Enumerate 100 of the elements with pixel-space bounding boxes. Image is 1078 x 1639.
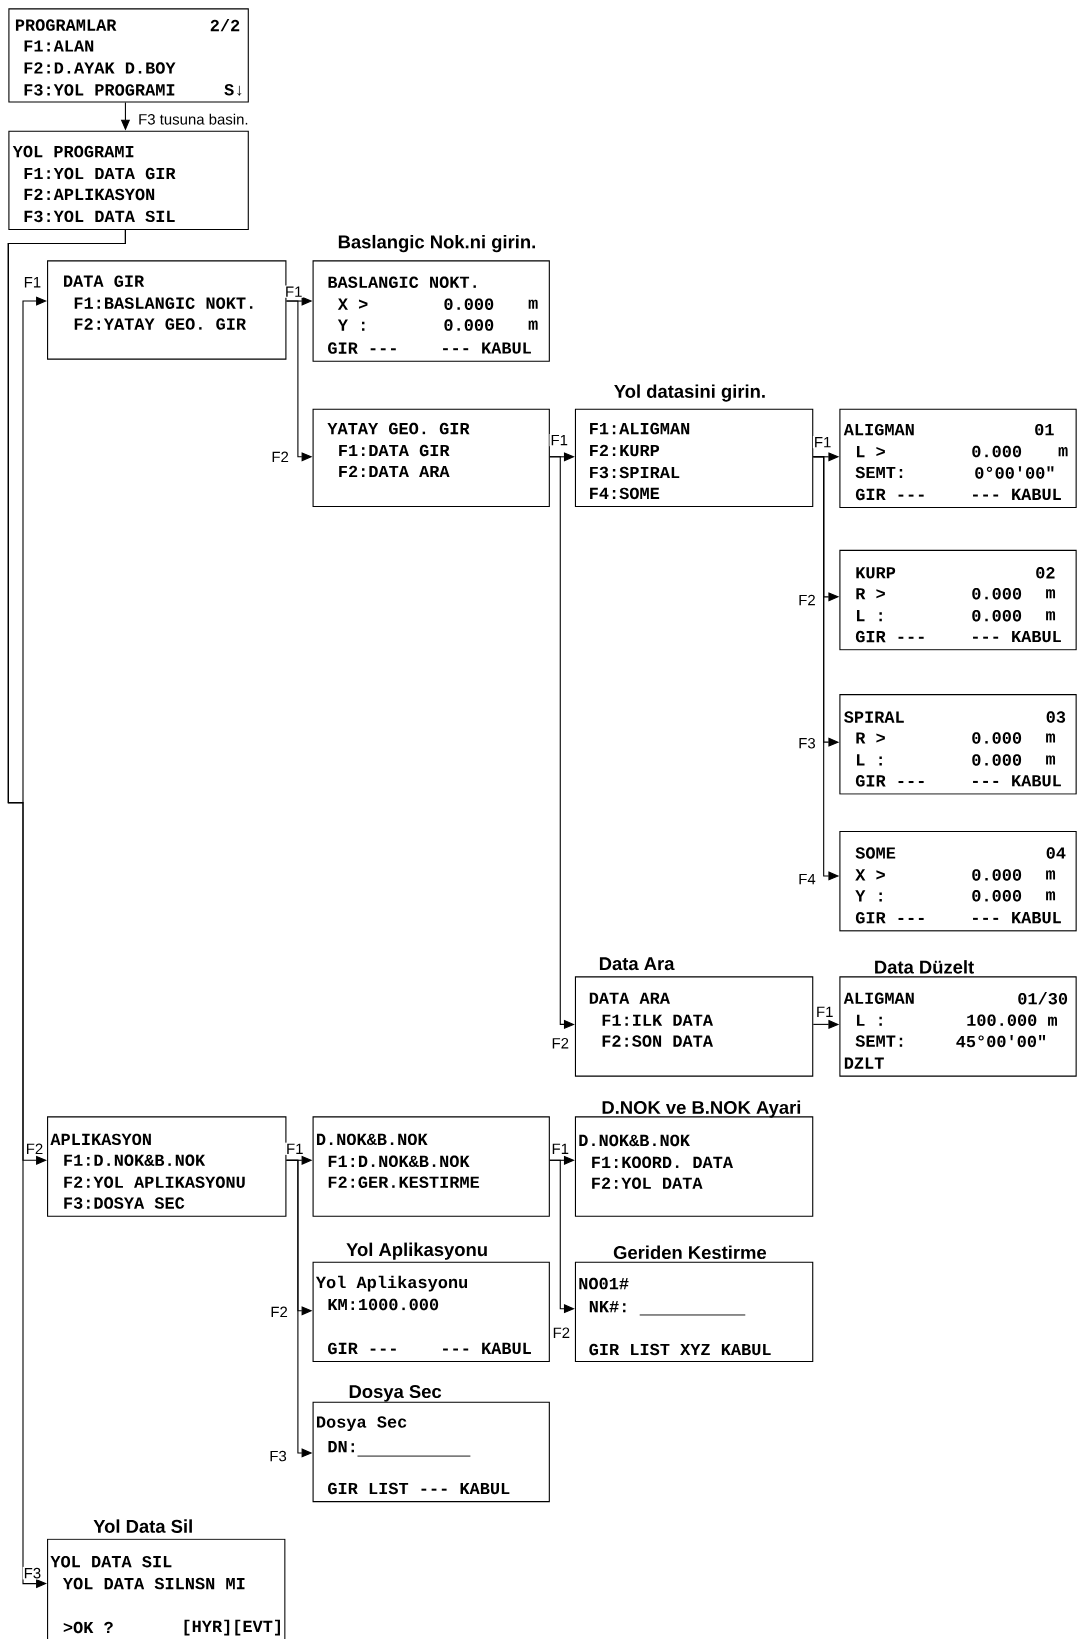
screen-title: Data Düzelt — [875, 960, 975, 974]
screen-text: DZLT — [845, 1057, 885, 1069]
screen-text: F2:APLIKASYON — [24, 188, 155, 201]
screen-text: Yol Aplikasyonu — [316, 1275, 468, 1292]
screen-text: F2:KURP — [590, 444, 660, 457]
screen-text: --- KABUL — [973, 488, 1062, 501]
screen-text: m — [1046, 870, 1056, 880]
edge-label: F2 — [550, 1037, 571, 1050]
screen-text: 0.000 — [972, 869, 1022, 881]
screen-text: F3:YOL PROGRAMI — [24, 84, 175, 96]
screen-text: SPIRAL — [844, 711, 904, 723]
screen-text: GIR --- — [856, 912, 924, 924]
screen-text: F1:DATA GIR — [339, 444, 450, 457]
screen-text: >OK ? — [63, 1621, 113, 1634]
screen-text: F1:D.NOK&B.NOK — [328, 1155, 470, 1168]
screen-text: 0.000 — [444, 319, 494, 331]
edge-label: F2 — [269, 1305, 289, 1319]
screen-text: 0.000 — [972, 732, 1022, 744]
screen-text: --- KABUL — [973, 775, 1062, 787]
screen-text: F3:DOSYA SEC — [64, 1197, 185, 1209]
edge-label: F1 — [22, 276, 43, 289]
screen-text: --- KABUL — [973, 912, 1062, 924]
screen-text: 45°00′00″ — [956, 1034, 1046, 1048]
screen-text: L : — [857, 754, 882, 766]
screen-text: NK#: — [589, 1301, 626, 1313]
screen-text: Dosya Sec — [317, 1416, 407, 1432]
edge-label: F3 — [797, 736, 817, 750]
screen-box — [312, 408, 551, 508]
screen-text: 0.000 — [444, 298, 494, 310]
screen-text: Y : — [338, 319, 365, 331]
screen-box — [8, 8, 249, 103]
edge-label: F2 — [551, 1326, 572, 1339]
edge-label: F1 — [550, 1142, 571, 1155]
screen-text: m — [1058, 447, 1068, 457]
screen-text: SEMT: — [855, 466, 903, 479]
screen-text: ALIGMAN — [843, 423, 914, 436]
edge-label: F1 — [285, 1142, 305, 1155]
screen-text: F2:YATAY GEO. GIR — [74, 318, 247, 330]
screen-box — [47, 260, 287, 360]
screen-text: 100.000 m — [967, 1014, 1058, 1026]
screen-title: Yol datasini girin. — [614, 384, 765, 402]
screen-text: ALIGMAN — [843, 992, 914, 1004]
screen-title: Yol Aplikasyonu — [346, 1242, 487, 1260]
screen-text: YOL DATA SILNSN MI — [63, 1577, 245, 1590]
screen-text: YOL PROGRAMI — [12, 145, 134, 158]
screen-text: 0.000 — [972, 754, 1022, 766]
screen-text: 04 — [1046, 847, 1066, 859]
screen-text: NO01# — [579, 1277, 629, 1290]
screen-text: X > — [855, 869, 886, 881]
screen-text: GIR --- — [856, 775, 924, 787]
screen-text: YOL DATA SIL — [50, 1555, 172, 1568]
screen-text: F3:YOL DATA SIL — [24, 210, 175, 223]
screen-text: YATAY GEO. GIR — [327, 422, 470, 435]
screen-text: APLIKASYON — [50, 1133, 151, 1146]
screen-text: F1:D.NOK&B.NOK — [64, 1154, 206, 1167]
screen-text: L > — [857, 446, 886, 458]
edge-label: F2 — [797, 593, 817, 607]
screen-text: GIR --- — [856, 630, 924, 643]
screen-text: KURP — [856, 567, 896, 579]
screen-text: 0.000 — [972, 609, 1022, 622]
screen-box — [8, 130, 249, 231]
screen-text: DATA ARA — [589, 992, 671, 1004]
screen-text: F1:ALAN — [24, 40, 94, 52]
screen-title: Baslangic Nok.ni girin. — [339, 234, 536, 253]
screen-text: D.NOK&B.NOK — [579, 1134, 691, 1147]
screen-text: KM:1000.000 — [328, 1298, 439, 1311]
screen-text: 01/30 — [1018, 992, 1068, 1005]
screen-text: D.NOK&B.NOK — [317, 1133, 428, 1146]
screen-text: GIR --- — [328, 1342, 396, 1355]
screen-text: 0°00′00″ — [975, 466, 1054, 479]
screen-title: Yol Data Sil — [93, 1519, 193, 1533]
screen-text: F2:YOL APLIKASYONU — [64, 1176, 245, 1188]
screen-text: GIR --- — [328, 342, 396, 354]
screen-text: GIR LIST --- KABUL — [328, 1482, 510, 1495]
screen-text: L : — [857, 610, 882, 622]
screen-text: 0.000 — [972, 588, 1022, 600]
edge-label: F1 — [815, 1005, 835, 1018]
screen-text: 2/2 — [210, 18, 240, 32]
screen-text: SOME — [855, 847, 896, 859]
screen-text: F3:SPIRAL — [590, 466, 680, 479]
screen-text: m — [1046, 891, 1056, 901]
screen-text: F2:YOL DATA — [592, 1177, 703, 1189]
screen-text: F1:ALIGMAN — [590, 422, 690, 435]
screen-text: [HYR][EVT] — [184, 1619, 281, 1636]
screen-text: L : — [857, 1014, 882, 1026]
screen-text: R > — [856, 732, 886, 744]
screen-text: 02 — [1036, 567, 1055, 579]
screen-text: m — [528, 320, 538, 330]
screen-box — [839, 549, 1077, 651]
screen-text: PROGRAMLAR — [16, 19, 117, 31]
edge-label: F2 — [270, 450, 290, 463]
screen-text: m — [1046, 733, 1056, 743]
screen-box — [839, 694, 1077, 795]
screen-box — [839, 831, 1077, 932]
screen-text: GIR LIST XYZ KABUL — [589, 1343, 771, 1356]
screen-text: S↓ — [224, 84, 242, 96]
screen-text: F1:KOORD. DATA — [592, 1156, 734, 1169]
screen-text: F2:DATA ARA — [339, 465, 450, 478]
screen-text: F2:D.AYAK D.BOY — [24, 62, 176, 74]
screen-title: Geriden Kestirme — [614, 1245, 767, 1260]
